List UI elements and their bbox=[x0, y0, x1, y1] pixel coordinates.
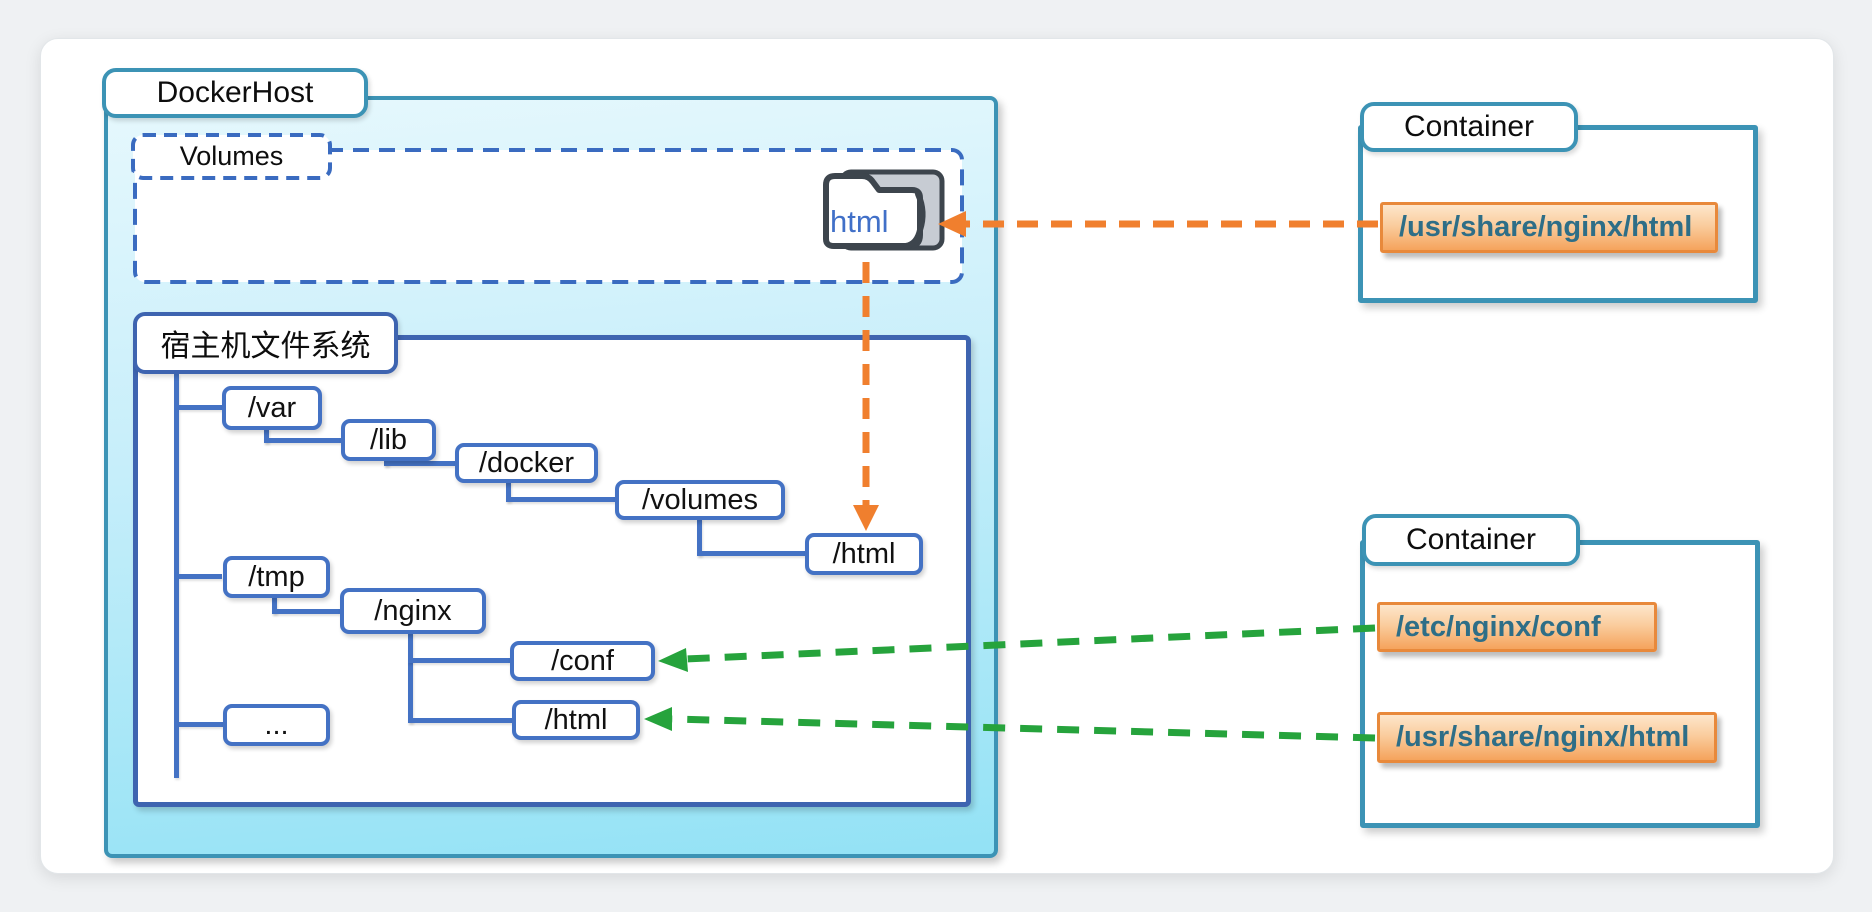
elbow-volumes-html-h bbox=[697, 551, 805, 556]
hostfs-label: 宿主机文件系统 bbox=[133, 312, 398, 374]
elbow-tmp-nginx-v bbox=[272, 596, 277, 614]
branch-var bbox=[179, 405, 222, 410]
tree-node-volumes: /volumes bbox=[615, 480, 785, 520]
nginx-children-v bbox=[408, 632, 413, 723]
elbow-lib-docker-h bbox=[384, 461, 455, 466]
tree-trunk-line bbox=[174, 374, 179, 778]
tree-node-tmp: /tmp bbox=[223, 556, 330, 598]
tree-node-lib: /lib bbox=[341, 419, 436, 461]
elbow-docker-volumes-v bbox=[506, 481, 511, 502]
branch-conf bbox=[408, 658, 510, 663]
elbow-volumes-html-v bbox=[697, 518, 702, 556]
elbow-tmp-nginx-h bbox=[272, 609, 340, 614]
volumes-label: Volumes bbox=[133, 135, 330, 178]
dockerhost-label-text: DockerHost bbox=[156, 76, 314, 109]
dockerhost-label: DockerHost bbox=[102, 68, 368, 118]
elbow-docker-volumes-h bbox=[506, 497, 615, 502]
branch-tmp bbox=[179, 574, 222, 579]
elbow-var-lib-h bbox=[264, 438, 341, 443]
hostfs-label-text: 宿主机文件系统 bbox=[160, 330, 371, 363]
tree-node-ellipsis: ... bbox=[223, 704, 330, 746]
container-top-label-text: Container bbox=[1403, 110, 1535, 143]
tree-node-docker: /docker bbox=[455, 443, 598, 483]
volume-folder-label: html bbox=[830, 204, 889, 239]
mount-path-top-html: /usr/share/nginx/html bbox=[1380, 202, 1718, 253]
elbow-var-lib-v bbox=[264, 428, 269, 443]
mount-path-bottom-conf: /etc/nginx/conf bbox=[1377, 602, 1657, 652]
container-bottom-box bbox=[1360, 540, 1760, 828]
volumes-label-text: Volumes bbox=[179, 141, 284, 171]
tree-node-var: /var bbox=[222, 386, 322, 430]
mount-path-bottom-html: /usr/share/nginx/html bbox=[1377, 712, 1717, 763]
branch-nginx-html bbox=[408, 718, 512, 723]
container-bottom-label-text: Container bbox=[1405, 523, 1537, 556]
tree-node-nginx: /nginx bbox=[340, 588, 486, 634]
container-top-label: Container bbox=[1360, 102, 1578, 152]
tree-node-volume-html: /html bbox=[805, 533, 923, 575]
container-bottom-label: Container bbox=[1362, 514, 1580, 566]
tree-node-nginx-html: /html bbox=[512, 700, 640, 740]
branch-ellipsis bbox=[179, 722, 223, 727]
tree-node-conf: /conf bbox=[510, 641, 655, 681]
